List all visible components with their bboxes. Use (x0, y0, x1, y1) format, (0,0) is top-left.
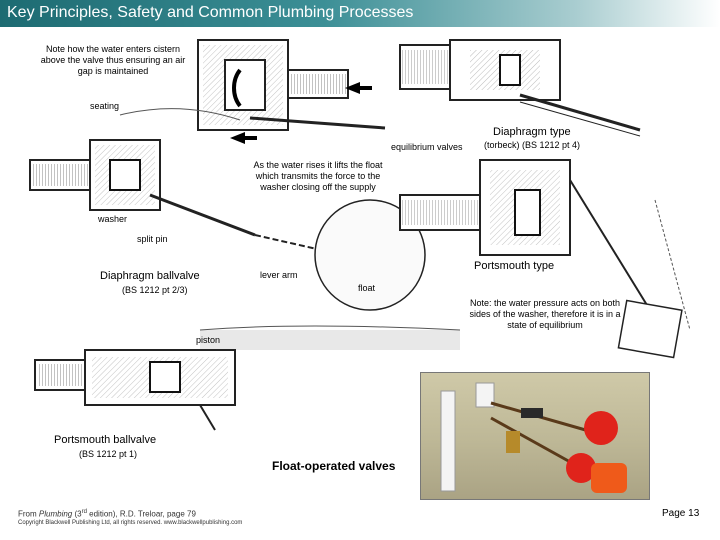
source-credit: From Plumbing (3rd edition), R.D. Treloa… (18, 509, 196, 519)
torbeck-spec: (torbeck) (BS 1212 pt 4) (484, 140, 581, 150)
float-ball-drawing (199, 199, 461, 350)
portsmouth-type-drawing (399, 159, 691, 359)
washer-label: washer (98, 214, 128, 224)
split-pin-label: split pin (137, 234, 168, 244)
source-edition-sup: rd (81, 509, 87, 515)
diaphragm-ballvalve-spec: (BS 1212 pt 2/3) (122, 285, 188, 295)
pressure-note: Note: the water pressure acts on both si… (469, 298, 621, 330)
lever-arm-label: lever arm (260, 270, 298, 280)
diaphragm-valve-drawing (197, 39, 386, 144)
equilibrium-valves-label: equilibrium valves (391, 142, 463, 152)
float-operated-caption: Float-operated valves (272, 459, 396, 473)
diaphragm-ballvalve-drawing (29, 108, 331, 253)
cistern-note: Note how the water enters cistern above … (40, 44, 186, 76)
source-rest: edition), R.D. Treloar, page 79 (86, 509, 196, 519)
portsmouth-ballvalve-drawing (34, 349, 236, 431)
piston-label: piston (196, 335, 221, 345)
portsmouth-ballvalve-spec: (BS 1212 pt 1) (79, 449, 138, 459)
page-title: Key Principles, Safety and Common Plumbi… (7, 4, 414, 21)
portsmouth-ballvalve-heading: Portsmouth ballvalve (54, 434, 157, 446)
torbeck-valve-drawing (399, 39, 641, 137)
float-rises-note: As the water rises it lifts the float wh… (253, 160, 383, 192)
photo-illustration (440, 382, 627, 493)
diaphragm-type-heading: Diaphragm type (493, 126, 571, 138)
portsmouth-type-heading: Portsmouth type (474, 260, 555, 272)
diaphragm-ballvalve-heading: Diaphragm ballvalve (100, 270, 200, 282)
seating-label: seating (90, 101, 120, 111)
source-book: Plumbing (38, 509, 73, 519)
copyright-line: Copyright Blackwell Publishing Ltd, all … (18, 520, 243, 526)
title-bar (0, 0, 720, 27)
source-edition: (3 (72, 509, 82, 519)
float-label: float (358, 283, 376, 293)
source-prefix: From (18, 509, 39, 519)
page-number: Page 13 (662, 508, 700, 519)
float-valves-photo (420, 372, 650, 500)
